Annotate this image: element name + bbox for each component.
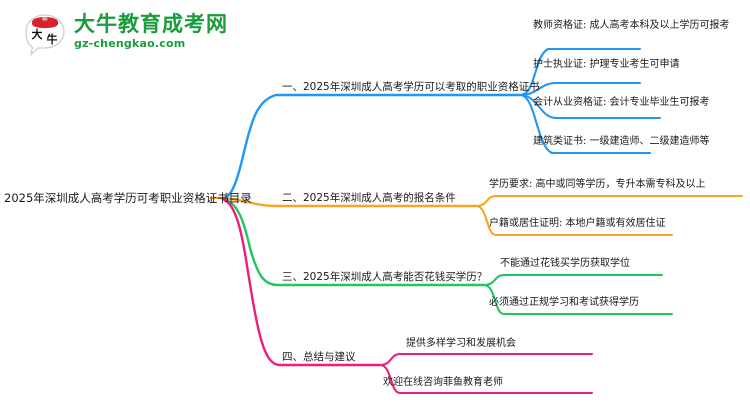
leaf-node-1-2[interactable]: 护士执业证: 护理专业考生可申请 [533, 59, 680, 70]
logo-text-block: 大牛教育成考网 gz-chengkao.com [74, 12, 228, 51]
mindmap-root-node[interactable]: 2025年深圳成人高考学历可考职业资格证书目录 [4, 191, 252, 205]
svg-text:大: 大 [32, 27, 43, 41]
leaf-node-3-2[interactable]: 必须通过正规学习和考试获得学历 [489, 297, 639, 308]
leaf-node-4-1[interactable]: 提供多样学习和发展机会 [406, 338, 516, 349]
leaf-node-1-3[interactable]: 会计从业资格证: 会计专业毕业生可报考 [533, 97, 710, 108]
branch-3-trunk [221, 197, 362, 287]
leaf-9-wire [378, 352, 594, 367]
speech-bubble-bull-logo-icon: 大 牛 [25, 14, 65, 56]
branch-2-trunk [221, 196, 362, 208]
logo-brand-en: gz-chengkao.com [74, 37, 186, 50]
leaf-node-3-1[interactable]: 不能通过花钱买学历获取学位 [500, 258, 630, 269]
branch-node-3[interactable]: 三、2025年深圳成人高考能否花钱买学历？ [282, 271, 488, 283]
logo-brand-cn: 大牛教育成考网 [74, 12, 228, 36]
leaf-8-wire [482, 283, 674, 316]
leaf-node-2-1[interactable]: 学历要求: 高中或同等学历，专升本需专科及以上 [489, 179, 706, 190]
svg-text:牛: 牛 [47, 32, 58, 46]
leaf-node-2-2[interactable]: 户籍或居住证明: 本地户籍或有效居住证 [489, 218, 666, 229]
branch-4-trunk [221, 197, 340, 367]
leaf-10-wire [378, 363, 594, 395]
branch-node-2[interactable]: 二、2025年深圳成人高考的报名条件 [282, 192, 456, 204]
leaf-6-wire [474, 204, 674, 237]
leaf-node-4-2[interactable]: 欢迎在线咨询菲鱼教育老师 [383, 377, 503, 388]
site-logo[interactable]: 大 牛 大牛教育成考网 gz-chengkao.com [22, 10, 252, 60]
leaf-4-wire [518, 93, 652, 155]
leaf-node-1-1[interactable]: 教师资格证: 成人高考本科及以上学历可报考 [533, 20, 730, 31]
leaf-5-wire [474, 194, 744, 208]
branch-1-trunk [221, 93, 362, 200]
leaf-node-1-4[interactable]: 建筑类证书: 一级建造师、二级建造师等 [533, 136, 710, 147]
branch-node-4[interactable]: 四、总结与建议 [282, 351, 356, 363]
leaf-2-wire [518, 81, 642, 97]
branch-node-1[interactable]: 一、2025年深圳成人高考学历可以考取的职业资格证书 [282, 81, 540, 93]
leaf-7-wire [482, 273, 664, 287]
